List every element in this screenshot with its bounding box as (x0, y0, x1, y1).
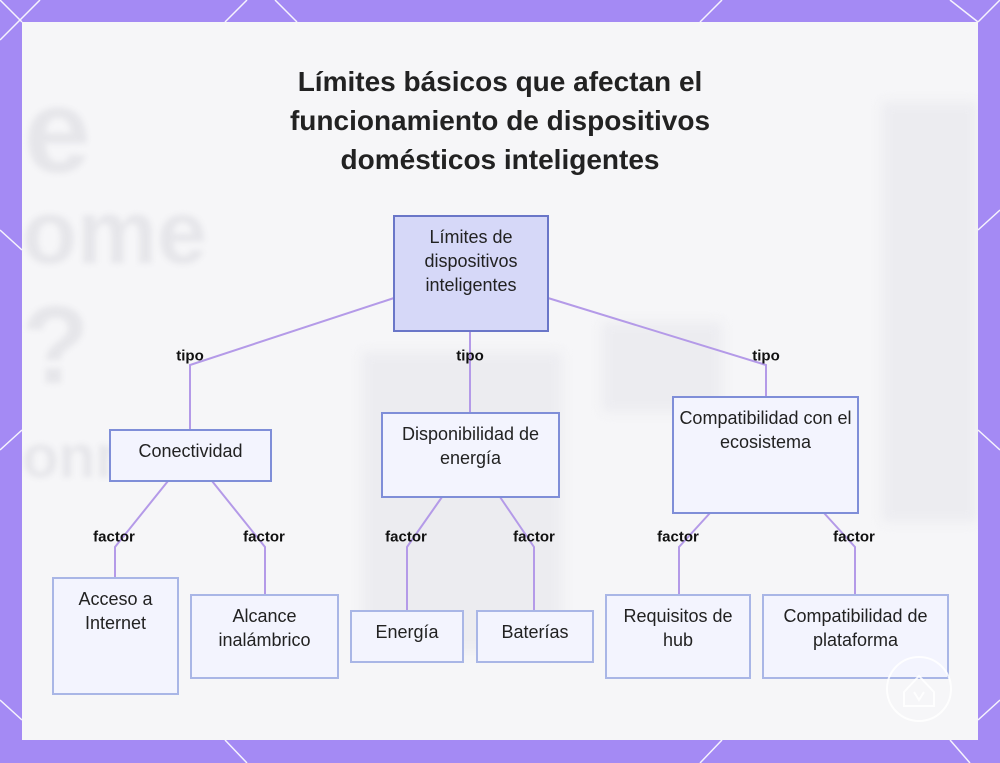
edge-conectividad-acceso (114, 480, 169, 578)
background-blur-block (882, 102, 978, 522)
node-baterias: Baterías (476, 610, 594, 663)
background-text: ome (22, 183, 208, 283)
node-acceso-internet: Acceso a Internet (52, 577, 179, 695)
node-disponibilidad-energia: Disponibilidad de energía (381, 412, 560, 498)
home-logo-icon (886, 656, 952, 722)
node-requisitos-hub: Requisitos de hub (605, 594, 751, 679)
node-compatibilidad-ecosistema: Compatibilidad con el ecosistema (672, 396, 859, 514)
node-root: Límites de dispositivos inteligentes (393, 215, 549, 332)
node-alcance-inalambrico: Alcance inalámbrico (190, 594, 339, 679)
edge-compat-plataforma (823, 512, 856, 595)
edge-compat-hub (678, 512, 711, 595)
edge-conectividad-alcance (211, 480, 266, 595)
node-conectividad: Conectividad (109, 429, 272, 482)
edge-root-conectividad (189, 297, 395, 430)
background-text: ? (22, 284, 90, 407)
edge-label-factor: factor (93, 528, 135, 546)
edge-label-tipo: tipo (456, 347, 484, 365)
edge-energia-baterias (499, 496, 535, 610)
node-energia: Energía (350, 610, 464, 663)
edge-label-factor: factor (833, 528, 875, 546)
edge-label-factor: factor (385, 528, 427, 546)
edge-label-tipo: tipo (752, 347, 780, 365)
edge-label-factor: factor (513, 528, 555, 546)
diagram-title: Límites básicos que afectan el funcionam… (289, 66, 711, 175)
background-blur-block (362, 352, 562, 652)
edge-energia-energia (406, 496, 443, 610)
edge-root-compat (547, 297, 767, 397)
background-text: e (24, 64, 91, 198)
edge-label-factor: factor (657, 528, 699, 546)
node-compatibilidad-plataforma: Compatibilidad de plataforma (762, 594, 949, 679)
edge-label-factor: factor (243, 528, 285, 546)
edge-label-tipo: tipo (176, 347, 204, 365)
